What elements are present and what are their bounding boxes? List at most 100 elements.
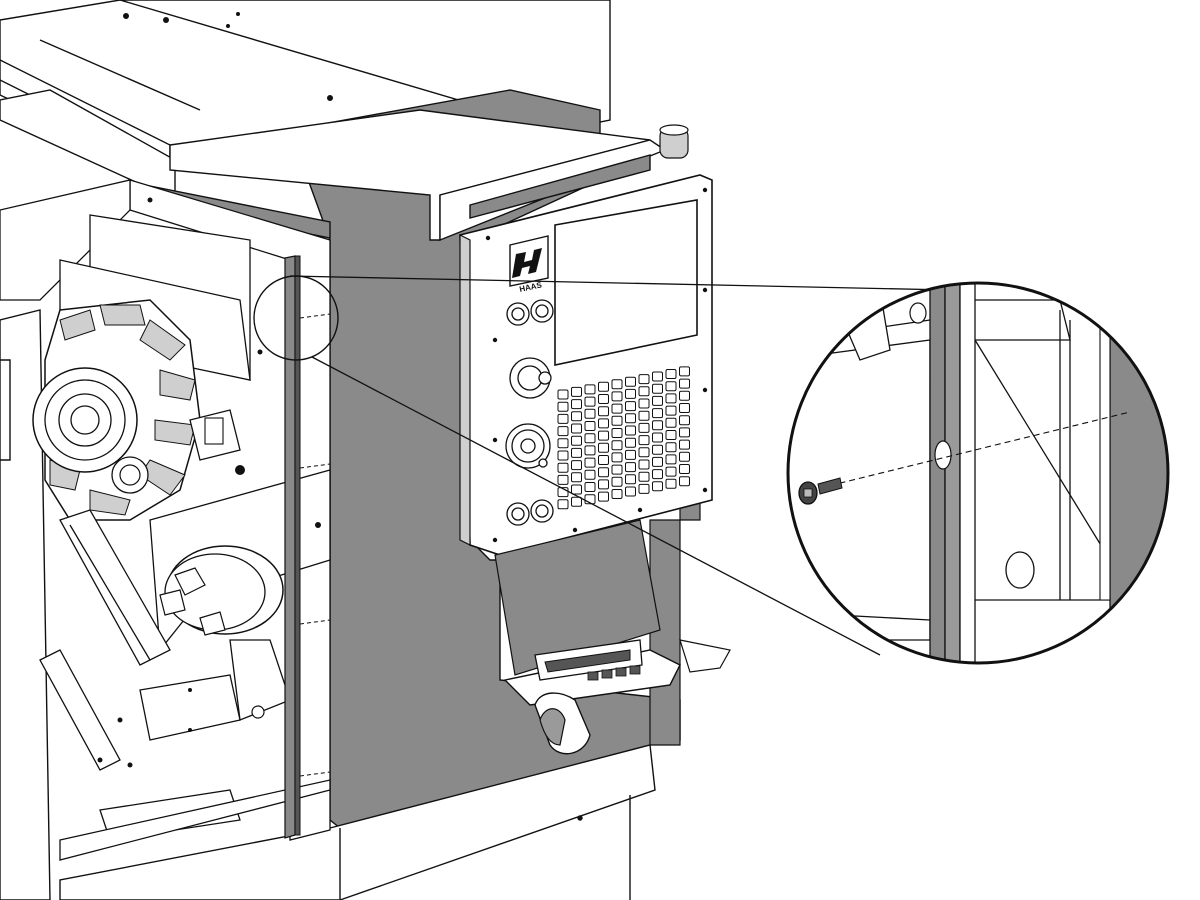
keypad-key [611, 379, 623, 390]
keypad-key [679, 366, 690, 377]
pendant-bracket [494, 519, 731, 755]
keypad-key [598, 418, 609, 429]
keypad-key [611, 403, 623, 414]
keypad-key [625, 425, 636, 436]
keypad-key [571, 447, 582, 458]
keypad-key [584, 445, 596, 456]
keypad-key [625, 449, 636, 460]
keypad-key [679, 415, 690, 426]
keypad-key [652, 432, 663, 443]
keypad-key [652, 469, 663, 480]
keypad-key [665, 417, 677, 428]
base-cabinet [59, 744, 656, 900]
keypad-key [679, 439, 690, 450]
keypad-key [598, 455, 609, 465]
keypad-key [665, 393, 677, 404]
keypad-key [625, 474, 636, 485]
keypad-key [665, 466, 677, 477]
keypad-key [557, 401, 569, 412]
keypad-key [665, 381, 677, 392]
keypad-key [598, 430, 609, 441]
keypad-key [665, 369, 677, 379]
keypad-key [625, 413, 636, 424]
keypad-key [571, 435, 582, 446]
roof-bolts [123, 12, 533, 129]
keypad-key [625, 401, 636, 412]
keypad-key [679, 427, 690, 438]
keypad-key [638, 435, 650, 446]
enclosure-roof [0, 0, 611, 202]
keypad-key [557, 438, 569, 449]
keypad-key [611, 391, 623, 402]
keypad-key [679, 464, 690, 474]
keypad-key [598, 479, 609, 490]
pendant-buttons-bottom [506, 499, 554, 526]
keypad-key [557, 450, 569, 461]
keypad-key [571, 411, 582, 422]
keypad-key [652, 456, 663, 467]
keypad-key [611, 464, 623, 475]
keypad-key [557, 474, 569, 485]
keypad-key [638, 483, 650, 494]
keypad-key [638, 471, 650, 482]
keypad-key [571, 399, 582, 410]
turret [32, 299, 241, 521]
keypad-key [679, 476, 690, 487]
left-door-frame [0, 309, 51, 900]
keypad-key [584, 469, 596, 480]
control-pendant: HAAS [459, 174, 713, 556]
jog-handle-icon [505, 423, 551, 469]
keypad-key [584, 396, 596, 407]
keypad-key [584, 433, 596, 444]
keypad-key [611, 489, 623, 499]
beacon-light-icon [659, 124, 689, 159]
pendant-buttons-top [506, 299, 554, 326]
pendant-screws [485, 187, 708, 543]
keypad-key [584, 408, 596, 419]
keypad-key [584, 421, 596, 431]
keypad-key [571, 496, 582, 507]
keypad-key [652, 395, 663, 406]
keypad-key [638, 410, 650, 421]
keypad-key [611, 452, 623, 463]
keypad-key [638, 459, 650, 470]
keypad-key [584, 482, 596, 492]
keypad-key [665, 430, 677, 440]
keypad-key [557, 389, 569, 400]
keypad-key [598, 381, 609, 392]
callout-leader-lines [289, 275, 951, 656]
keypad-key [625, 437, 636, 448]
keypad-key [652, 371, 663, 382]
keypad-key [638, 447, 650, 458]
keypad-key [557, 499, 569, 510]
keypad-key [611, 415, 623, 426]
keypad-key [665, 478, 677, 489]
keypad-key [638, 386, 650, 397]
keypad-key [665, 442, 677, 453]
keypad-key [571, 472, 582, 483]
keypad-key [557, 462, 569, 473]
linear-rails [39, 509, 331, 861]
keypad-key [638, 422, 650, 433]
door-seal-strip [284, 255, 331, 839]
keypad-key [652, 481, 663, 492]
chuck [159, 545, 291, 721]
keypad-key [652, 444, 663, 455]
keypad-key [652, 420, 663, 431]
keypad-key [679, 451, 690, 462]
keypad-key [652, 383, 663, 394]
keypad-key [598, 394, 609, 404]
keypad-key [557, 413, 569, 424]
keypad-key [625, 388, 636, 399]
keypad-key [598, 442, 609, 453]
keypad-key [652, 408, 663, 419]
keypad-key [679, 390, 690, 401]
magnified-detail [786, 281, 1170, 665]
keypad-key [665, 405, 677, 416]
keypad-key [679, 403, 690, 413]
keypad-key [557, 426, 569, 437]
keypad-key [571, 386, 582, 397]
keypad-key [625, 462, 636, 473]
